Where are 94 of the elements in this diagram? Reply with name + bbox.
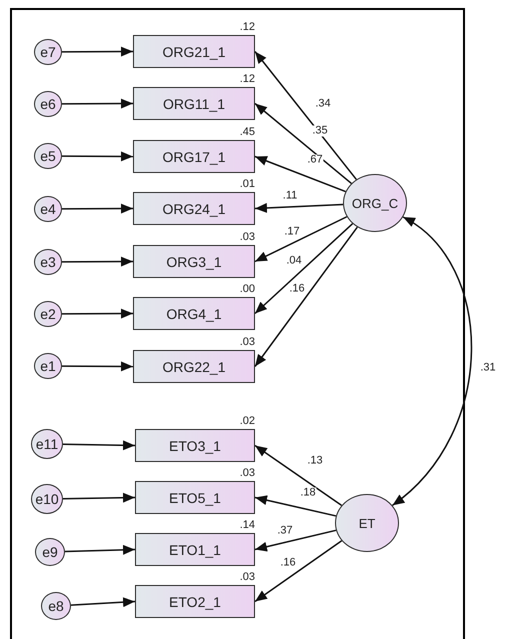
variable-name: e7: [40, 45, 56, 59]
arrow: [254, 530, 336, 552]
edge-label: .17: [283, 226, 301, 238]
observed-variable-box: [133, 245, 255, 278]
error-term-circle: [41, 592, 71, 620]
arrow: [62, 440, 136, 450]
r-squared-value: .00: [240, 284, 255, 295]
edge-label: .31: [479, 362, 497, 374]
r-squared-value: .03: [240, 337, 255, 348]
observed-variable-box: [133, 350, 255, 383]
arrow: [254, 102, 352, 184]
variable-name: ORG24_1: [162, 202, 226, 216]
variable-name: ORG_C: [352, 196, 398, 210]
curved-arrow: [392, 216, 472, 506]
edge-label: .34: [314, 98, 332, 110]
r-squared-value: .03: [240, 572, 255, 583]
arrow: [254, 51, 357, 180]
variable-name: e3: [40, 255, 56, 269]
variable-name: e11: [36, 437, 58, 451]
observed-variable-box: [135, 429, 255, 462]
variable-name: ET: [358, 516, 376, 530]
arrow: [254, 495, 336, 517]
error-term-circle: [34, 91, 62, 117]
variable-name: e5: [40, 149, 56, 163]
r-squared-value: .12: [240, 74, 255, 85]
variable-name: ORG17_1: [162, 150, 226, 164]
edge-label: .16: [279, 558, 297, 568]
variable-name: e9: [42, 545, 58, 559]
variable-name: ETO2_1: [169, 594, 221, 608]
variable-name: ETO5_1: [169, 490, 221, 504]
r-squared-value: .03: [240, 468, 255, 479]
arrow: [254, 223, 354, 314]
arrow: [62, 204, 133, 214]
arrow: [62, 492, 136, 503]
arrow: [70, 597, 136, 608]
arrow: [254, 540, 342, 602]
variable-name: e2: [40, 307, 56, 321]
observed-variable-box: [133, 297, 255, 330]
arrow: [62, 151, 133, 162]
variable-name: e8: [48, 599, 64, 613]
arrow: [254, 202, 344, 213]
arrow: [62, 46, 133, 57]
error-term-circle: [34, 143, 62, 169]
arrow: [64, 544, 136, 555]
observed-variable-box: [133, 35, 255, 68]
observed-variable-box: [133, 192, 255, 225]
r-squared-value: .02: [240, 416, 255, 427]
observed-variable-box: [133, 87, 255, 120]
edge-label: .37: [276, 526, 294, 536]
edge-label: .04: [285, 256, 303, 266]
arrow: [254, 444, 342, 506]
variable-name: ORG22_1: [162, 360, 226, 374]
edge-label: .35: [311, 126, 329, 136]
edge-label: .11: [282, 190, 298, 202]
edge-label: .18: [299, 488, 317, 498]
r-squared-value: .12: [240, 22, 255, 33]
error-term-circle: [34, 196, 62, 222]
error-term-circle: [35, 538, 65, 566]
edge-label: .16: [288, 284, 306, 294]
variable-name: ORG21_1: [162, 44, 226, 58]
arrow: [62, 308, 133, 319]
observed-variable-box: [135, 533, 255, 566]
edge-label: .13: [306, 456, 324, 466]
latent-variable-ellipse: [343, 174, 407, 232]
error-term-circle: [34, 39, 62, 65]
arrow: [62, 256, 133, 267]
variable-name: ETO3_1: [169, 438, 221, 452]
r-squared-value: .14: [240, 520, 255, 531]
r-squared-value: .03: [240, 232, 255, 243]
variable-name: e10: [35, 492, 59, 506]
arrow: [62, 98, 133, 109]
edge-label: .67: [306, 154, 324, 166]
arrow: [254, 156, 346, 192]
r-squared-value: .01: [240, 179, 255, 190]
observed-variable-box: [135, 481, 255, 514]
variable-name: e6: [40, 97, 56, 111]
variable-name: e1: [40, 359, 56, 373]
arrow: [254, 216, 348, 262]
error-term-circle: [34, 353, 62, 379]
error-term-circle: [34, 301, 62, 327]
variable-name: ORG4_1: [166, 306, 222, 320]
r-squared-value: .45: [240, 127, 255, 138]
observed-variable-box: [135, 585, 255, 618]
error-term-circle: [34, 249, 62, 275]
observed-variable-box: [133, 140, 255, 173]
error-term-circle: [31, 429, 63, 459]
latent-variable-ellipse: [335, 494, 399, 552]
variable-name: ETO1_1: [169, 542, 221, 556]
variable-name: ORG11_1: [163, 96, 225, 110]
variable-name: e4: [40, 202, 56, 216]
arrow: [254, 226, 358, 367]
error-term-circle: [31, 484, 63, 514]
arrow: [62, 361, 133, 372]
variable-name: ORG3_1: [166, 254, 222, 268]
